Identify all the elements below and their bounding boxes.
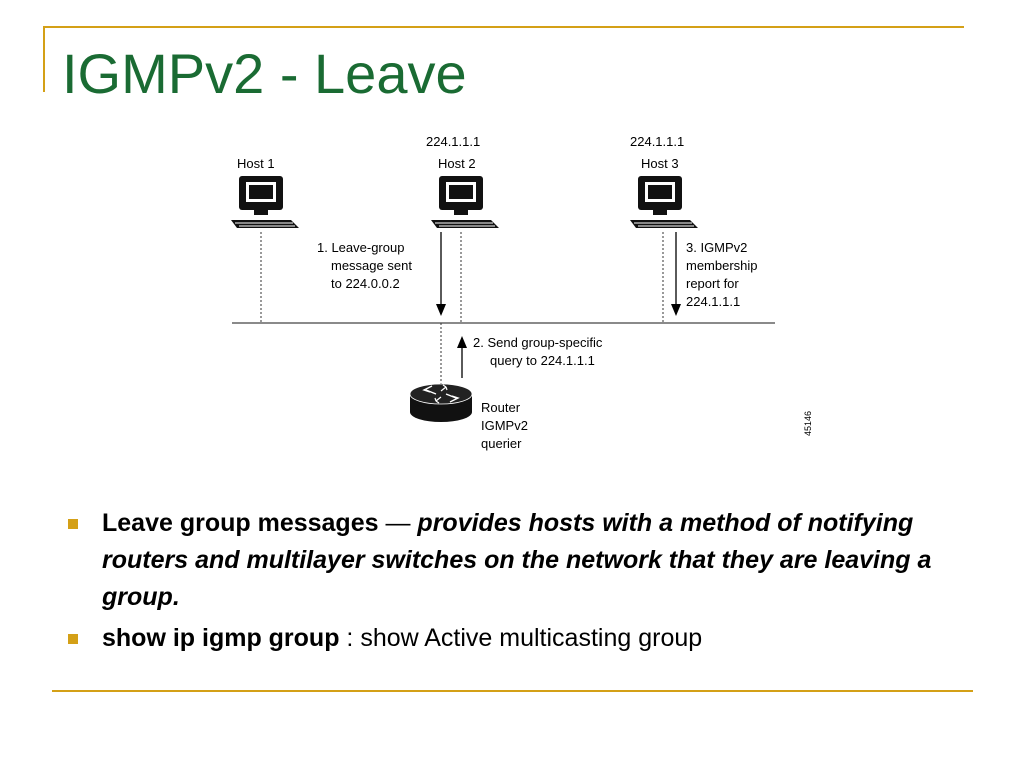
- host-3: 224.1.1.1 Host 3: [629, 134, 699, 229]
- svg-text:Router: Router: [481, 400, 521, 415]
- arrow-up-icon: [457, 336, 467, 348]
- bullet-dash: —: [378, 509, 418, 537]
- svg-text:query to 224.1.1.1: query to 224.1.1.1: [490, 353, 595, 368]
- bullet-term: show ip igmp group: [102, 624, 340, 652]
- bullet-square-icon: [68, 519, 78, 529]
- router-icon: [409, 383, 473, 422]
- host-1-label: Host 1: [237, 156, 275, 171]
- host-2-group: 224.1.1.1: [426, 134, 480, 149]
- bullet-item: show ip igmp group : show Active multica…: [68, 620, 958, 657]
- arrow-down-icon: [671, 304, 681, 316]
- igmp-leave-diagram: Host 1 224.1.1.1 Host 2 224.1.1.1 Host 3…: [230, 134, 813, 451]
- step-1-label: 1. Leave-group message sent to 224.0.0.2: [317, 240, 412, 291]
- top-rule: [43, 26, 964, 28]
- left-rule: [43, 26, 45, 92]
- svg-text:membership: membership: [686, 258, 758, 273]
- svg-text:report for: report for: [686, 276, 739, 291]
- step-3-label: 3. IGMPv2 membership report for 224.1.1.…: [686, 240, 758, 309]
- svg-text:to 224.0.0.2: to 224.0.0.2: [331, 276, 400, 291]
- svg-text:1. Leave-group: 1. Leave-group: [317, 240, 404, 255]
- arrow-down-icon: [436, 304, 446, 316]
- step-2-label: 2. Send group-specific query to 224.1.1.…: [473, 335, 603, 368]
- router-label: Router IGMPv2 querier: [481, 400, 528, 451]
- svg-text:2. Send group-specific: 2. Send group-specific: [473, 335, 603, 350]
- figure-id: 45146: [803, 411, 813, 436]
- bullet-description: : show Active multicasting group: [339, 624, 703, 652]
- svg-text:IGMPv2: IGMPv2: [481, 418, 528, 433]
- host-2: 224.1.1.1 Host 2: [426, 134, 500, 229]
- bullet-description: provides hosts with a method of notifyin…: [102, 509, 932, 611]
- svg-text:message sent: message sent: [331, 258, 412, 273]
- bullet-square-icon: [68, 634, 78, 644]
- host-3-group: 224.1.1.1: [630, 134, 684, 149]
- host-3-label: Host 3: [641, 156, 679, 171]
- bottom-rule: [52, 690, 973, 692]
- bullet-term: Leave group messages: [102, 509, 379, 537]
- host-1: Host 1: [230, 156, 300, 229]
- slide-title: IGMPv2 - Leave: [62, 42, 467, 105]
- svg-text:querier: querier: [481, 436, 522, 451]
- svg-text:224.1.1.1: 224.1.1.1: [686, 294, 740, 309]
- host-2-label: Host 2: [438, 156, 476, 171]
- svg-text:3. IGMPv2: 3. IGMPv2: [686, 240, 747, 255]
- bullet-item: Leave group messages — provides hosts wi…: [68, 505, 958, 616]
- bullet-list: Leave group messages — provides hosts wi…: [68, 505, 958, 661]
